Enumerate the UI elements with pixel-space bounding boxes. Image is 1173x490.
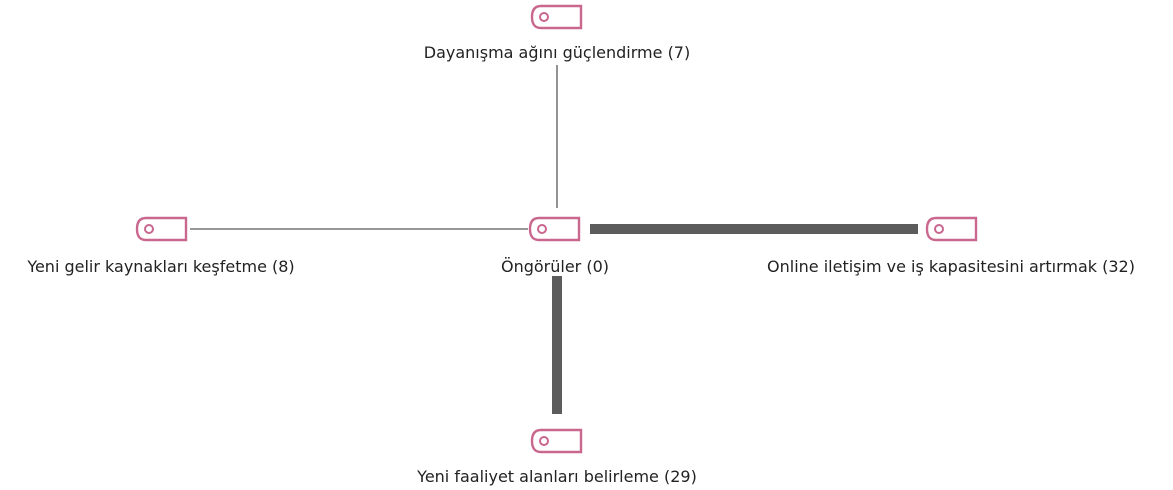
node-center[interactable]: Öngörüler (0) [501,216,609,276]
node-label-bottom: Yeni faaliyet alanları belirleme (29) [416,467,697,486]
tag-icon [135,216,188,242]
node-top[interactable]: Dayanışma ağını güçlendirme (7) [424,4,690,62]
node-label-top: Dayanışma ağını güçlendirme (7) [424,43,690,62]
node-label-center: Öngörüler (0) [501,257,609,276]
tag-icon [528,216,581,242]
node-label-left: Yeni gelir kaynakları keşfetme (8) [26,257,294,276]
node-bottom[interactable]: Yeni faaliyet alanları belirleme (29) [416,428,697,486]
node-left[interactable]: Yeni gelir kaynakları keşfetme (8) [26,216,295,276]
node-right[interactable]: Online iletişim ve iş kapasitesini artır… [767,216,1135,276]
node-label-right: Online iletişim ve iş kapasitesini artır… [767,257,1135,276]
tag-icon [530,4,583,30]
edges [190,65,918,414]
tag-icon [530,428,583,454]
tag-icon [925,216,978,242]
